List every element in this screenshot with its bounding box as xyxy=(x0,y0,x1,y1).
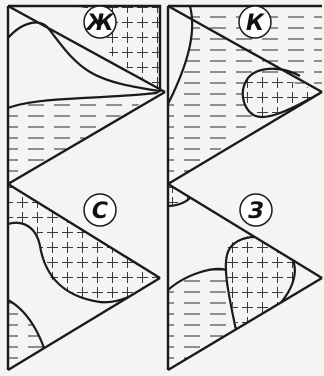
tile-z xyxy=(168,184,295,370)
label-k-badge: К xyxy=(239,6,271,38)
label-zh-badge: Ж xyxy=(84,6,116,38)
label-s-badge: С xyxy=(84,194,116,226)
label-zh: Ж xyxy=(85,11,115,36)
label-z-badge: З xyxy=(240,194,272,226)
label-s: С xyxy=(92,199,108,224)
label-k: К xyxy=(246,11,265,36)
label-z: З xyxy=(247,199,264,224)
